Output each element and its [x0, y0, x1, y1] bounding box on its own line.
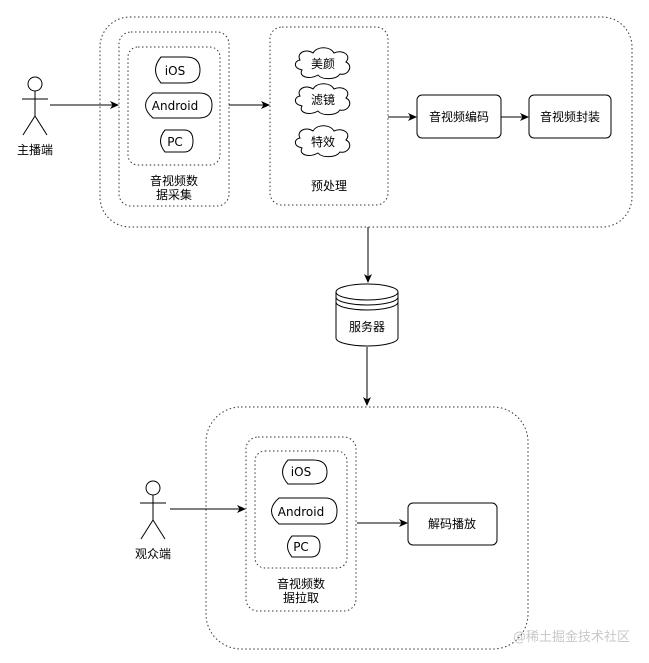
capture-pc-shape: [160, 129, 194, 153]
cloud-effects: 特效: [294, 125, 351, 158]
cloud-beauty: 美颜: [294, 47, 351, 80]
viewer-pipeline-group: [205, 406, 529, 650]
capture-group-inner: [127, 46, 221, 166]
decode-box: [407, 502, 498, 546]
capture-android-label: Android: [152, 99, 198, 113]
capture-ios-label: iOS: [165, 64, 185, 78]
cloud-beauty-label: 美颜: [311, 56, 335, 71]
package-box-label: 音视频封装: [540, 109, 600, 124]
viewer-actor-icon: [140, 480, 166, 540]
pull-android-label: Android: [278, 505, 324, 519]
capture-group-outer: [118, 31, 230, 207]
preprocess-label: 预处理: [311, 179, 347, 193]
watermark: @稀土掘金技术社区: [513, 629, 630, 645]
cloud-effects-label: 特效: [311, 134, 335, 149]
pull-group-outer: [245, 436, 357, 612]
pull-label-line1: 音视频数: [277, 576, 325, 591]
capture-label-line1: 音视频数: [150, 173, 198, 188]
pull-ios-shape: [282, 459, 328, 485]
capture-android-shape: [145, 92, 213, 119]
pull-android-shape: [271, 497, 338, 525]
cloud-filter: 滤镜: [294, 83, 351, 116]
host-pipeline-group: [99, 16, 633, 228]
preprocess-group: [269, 26, 389, 206]
capture-pc-label: PC: [167, 135, 183, 149]
server-cylinder: [335, 283, 399, 347]
capture-ios-shape: [155, 56, 201, 84]
pull-label-line2: 据拉取: [283, 590, 319, 605]
pull-pc-shape: [287, 535, 321, 558]
package-box: [528, 94, 612, 139]
capture-label-line2: 据采集: [156, 187, 192, 202]
pull-pc-label: PC: [293, 540, 309, 554]
server-label: 服务器: [349, 319, 385, 334]
host-actor-label: 主播端: [17, 143, 53, 157]
decode-box-label: 解码播放: [428, 516, 476, 531]
cloud-filter-label: 滤镜: [311, 92, 335, 107]
pull-ios-label: iOS: [291, 465, 311, 479]
viewer-actor-label: 观众端: [135, 547, 171, 561]
encode-box-label: 音视频编码: [429, 109, 489, 124]
host-actor-icon: [22, 76, 48, 136]
pull-group-inner: [254, 450, 348, 569]
